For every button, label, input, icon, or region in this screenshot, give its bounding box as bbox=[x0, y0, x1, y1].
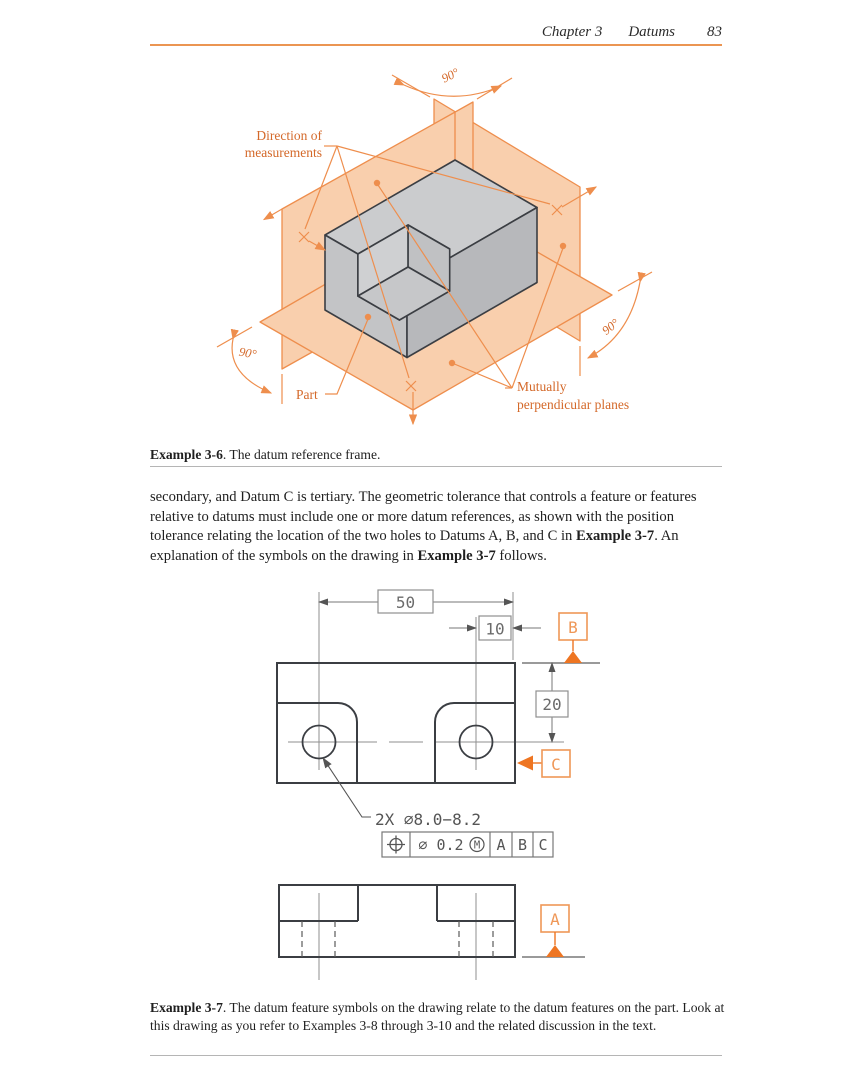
fcf-tolerance-value: ∅ 0.2 bbox=[418, 836, 463, 854]
notch-floor bbox=[357, 266, 451, 321]
datum-feature-symbol-c: C bbox=[517, 749, 571, 778]
header-section: Datums bbox=[628, 24, 675, 40]
figure1-caption: Example 3-6. The datum reference frame. bbox=[150, 446, 730, 464]
dimension-20: 20 bbox=[535, 662, 569, 743]
planes-leaders bbox=[377, 184, 564, 389]
angle-90-right: 90° bbox=[599, 316, 621, 338]
paragraph-bold-ref: Example 3-7 bbox=[417, 547, 496, 564]
datum-reference-frame-illustration: Direction of measurements Part Mutually … bbox=[216, 65, 653, 426]
direction-leaders bbox=[304, 145, 551, 379]
part-front-right-face bbox=[406, 206, 538, 359]
angle-90-left: 90° bbox=[238, 345, 258, 362]
feature-control-frame: ∅ 0.2 M A B C bbox=[381, 831, 554, 858]
right-hole bbox=[458, 724, 494, 760]
dimension-50: 50 bbox=[318, 589, 514, 614]
dimension-10: 10 bbox=[449, 615, 541, 641]
part-leader bbox=[325, 318, 369, 395]
dimension-50-value: 50 bbox=[396, 593, 415, 612]
hole-callout-text: 2X ∅8.0−8.2 bbox=[375, 810, 481, 829]
svg-text:A: A bbox=[550, 910, 560, 929]
caption1-rule bbox=[150, 466, 722, 467]
angle-90-top: 90° bbox=[439, 65, 461, 85]
direction-of-measurements-label-line2: measurements bbox=[245, 145, 322, 160]
caption2-rule bbox=[150, 1055, 722, 1056]
top-view bbox=[276, 662, 516, 784]
svg-text:M: M bbox=[474, 840, 480, 852]
angle-dimension-right bbox=[579, 271, 653, 376]
figure1-caption-label: Example 3-6 bbox=[150, 447, 223, 462]
figure2-caption-text: . The datum feature symbols on the drawi… bbox=[150, 1000, 725, 1033]
angle-dimension-left bbox=[216, 326, 283, 404]
fcf-datum-c: C bbox=[538, 836, 547, 854]
header-rule bbox=[150, 44, 722, 46]
left-hole bbox=[301, 724, 337, 760]
extension-centerlines bbox=[288, 592, 564, 980]
svg-text:C: C bbox=[551, 755, 561, 774]
svg-text:B: B bbox=[568, 618, 578, 637]
front-view bbox=[278, 884, 516, 958]
hole-callout-leader bbox=[322, 757, 371, 818]
dimension-10-value: 10 bbox=[485, 620, 504, 639]
angle-dimension-top bbox=[391, 74, 513, 100]
part-block bbox=[324, 159, 538, 359]
position-symbol-icon bbox=[387, 835, 405, 854]
header-chapter: Chapter 3 bbox=[541, 24, 603, 40]
body-paragraph: secondary, and Datum C is tertiary. The … bbox=[150, 488, 730, 566]
leader-dots bbox=[364, 179, 567, 367]
figure1-caption-text: . The datum reference frame. bbox=[222, 447, 381, 462]
paragraph-segment: follows. bbox=[495, 547, 547, 564]
datum-feature-symbol-b: B bbox=[558, 612, 588, 663]
measurement-origin-marks bbox=[262, 186, 598, 426]
paragraph-segment: secondary, and Datum C is tertiary. The … bbox=[150, 489, 697, 545]
direction-of-measurements-label-line1: Direction of bbox=[256, 128, 322, 143]
dimension-20-value: 20 bbox=[542, 695, 561, 714]
mmc-modifier-icon: M bbox=[469, 836, 485, 853]
part-label: Part bbox=[296, 387, 318, 402]
page-header: Chapter 3 Datums 83 bbox=[150, 24, 722, 41]
datum-feature-symbol-a: A bbox=[540, 904, 570, 957]
mutually-perpendicular-label-line1: Mutually bbox=[517, 379, 567, 394]
fcf-datum-b: B bbox=[518, 836, 527, 854]
figure2-caption: Example 3-7. The datum feature symbols o… bbox=[150, 999, 730, 1034]
hidden-hole-lines bbox=[301, 921, 494, 957]
mutually-perpendicular-label-line2: perpendicular planes bbox=[517, 397, 629, 412]
header-page-number: 83 bbox=[707, 24, 722, 40]
fcf-datum-a: A bbox=[496, 836, 505, 854]
paragraph-segment: . An explanation of the symbols on the d… bbox=[150, 528, 679, 564]
paragraph-bold-ref: Example 3-7 bbox=[575, 528, 655, 545]
figure2-caption-label: Example 3-7 bbox=[150, 1000, 223, 1015]
example-3-7-drawing: 50 10 20 2X ∅8.0−8.2 bbox=[276, 589, 600, 980]
